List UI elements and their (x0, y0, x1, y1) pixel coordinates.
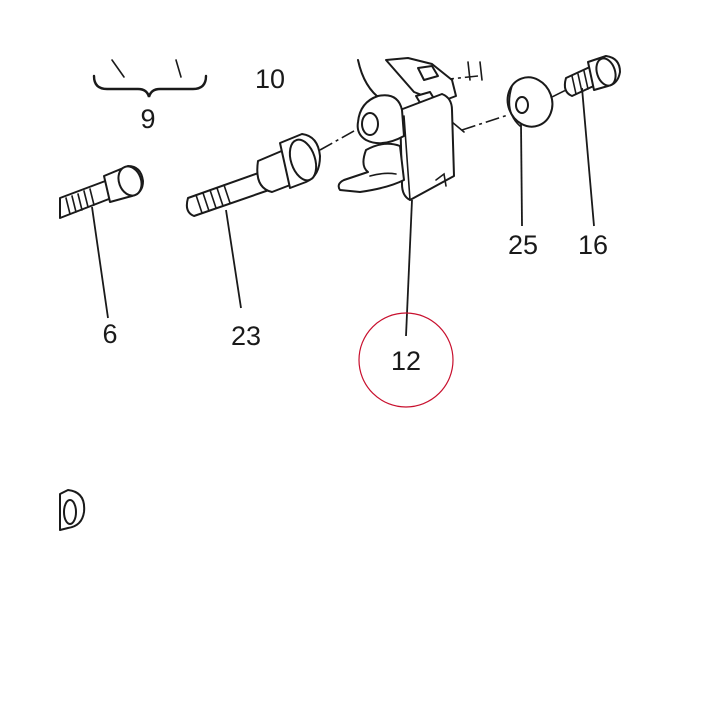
leader-6 (91, 206, 109, 319)
brace-group-9 (92, 59, 208, 98)
washer-25 (506, 76, 554, 227)
pin-23-shank (185, 170, 273, 217)
screw-6 (59, 165, 144, 319)
washer-25-rim (508, 85, 521, 127)
screw-16 (563, 55, 621, 227)
leader-25 (520, 122, 523, 227)
callout-10: 10 (255, 64, 285, 94)
brace-tick-left (111, 59, 125, 78)
highlight-circle-12 (358, 312, 454, 408)
assembly-12 (337, 57, 483, 337)
housing-stud-upper (417, 65, 439, 81)
assembly-axis-pin (319, 121, 371, 151)
housing-body (385, 57, 457, 103)
leader-16 (581, 87, 595, 227)
pin-23 (185, 133, 321, 309)
callout-16: 16 (578, 230, 608, 260)
partial-part-lower-left (59, 489, 86, 531)
callout-25: 25 (508, 230, 538, 260)
callout-23: 23 (231, 321, 261, 351)
brace-tick-right (175, 59, 182, 78)
bracket-edge (403, 115, 411, 201)
bracket-notch (435, 172, 447, 187)
callout-6: 6 (102, 319, 117, 349)
pin-23-head-face (288, 138, 318, 182)
brace-9 (92, 74, 208, 98)
eye-hole (361, 112, 379, 136)
leader-23 (225, 209, 242, 309)
callout-9: 9 (140, 104, 155, 134)
foot-toe (337, 142, 405, 193)
callout-12: 12 (391, 346, 421, 376)
assembly-axis-washer (461, 114, 509, 131)
foot-toe-line (369, 172, 397, 177)
screw-16-head-face (595, 57, 617, 87)
partial-part-face (63, 499, 77, 525)
bracket-plate (399, 93, 455, 201)
washer-25-hole (515, 96, 529, 114)
screw-6-head-face (117, 165, 143, 197)
